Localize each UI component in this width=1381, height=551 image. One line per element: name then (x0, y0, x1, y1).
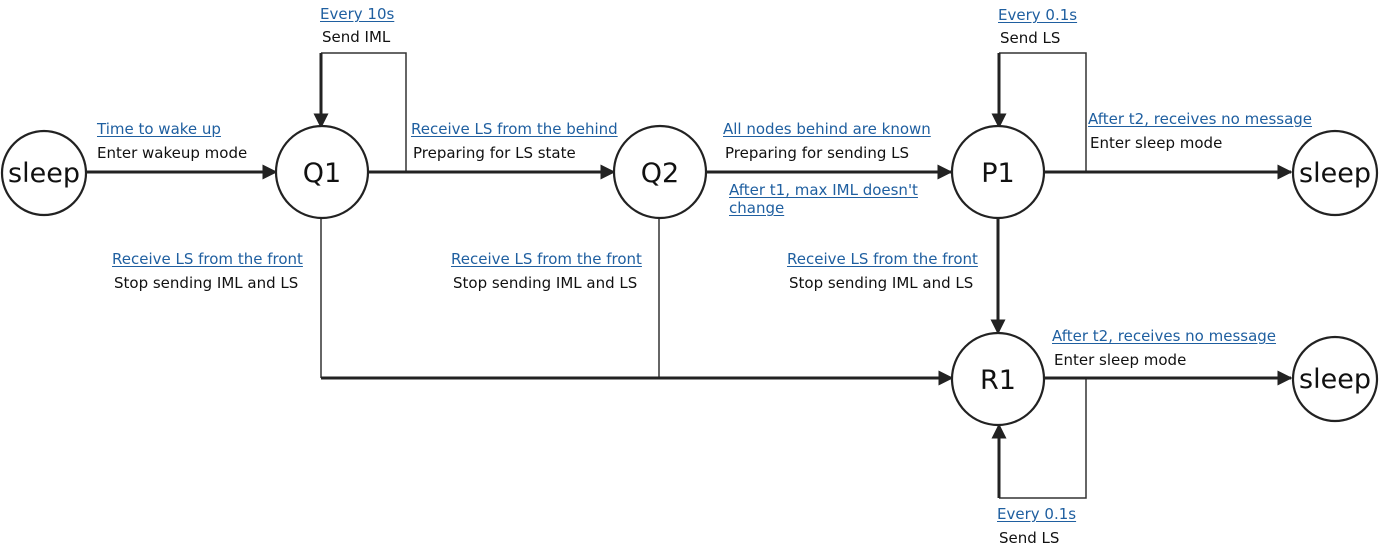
p1-loop-action: Send LS (1000, 29, 1061, 47)
node-r1: R1 (950, 331, 1046, 427)
p1-loop-bracket (999, 52, 1087, 172)
svg-text:sleep: sleep (8, 158, 80, 189)
r1-to-sleep-action: Enter sleep mode (1054, 351, 1187, 369)
q2-to-r1-action: Stop sending IML and LS (453, 274, 638, 292)
node-p1: P1 (950, 124, 1046, 220)
svg-text:P1: P1 (981, 158, 1014, 189)
r1-loop-action: Send LS (999, 529, 1060, 547)
p1-to-sleep-action: Enter sleep mode (1090, 134, 1223, 152)
r1-loop-trigger: Every 0.1s (997, 505, 1077, 523)
q1-to-q2-action: Preparing for LS state (413, 144, 576, 162)
svg-text:Q1: Q1 (303, 158, 341, 189)
r1-loop-bracket (999, 378, 1087, 499)
p1-to-r1-trigger: Receive LS from the front (787, 250, 978, 268)
q1-to-r1-trigger: Receive LS from the front (112, 250, 303, 268)
svg-text:R1: R1 (980, 365, 1016, 396)
p1-to-sleep-trigger: After t2, receives no message (1088, 110, 1313, 128)
node-sleep-right-bottom: sleep (1291, 335, 1379, 423)
q1-loop-trigger: Every 10s (320, 5, 395, 23)
q1-to-r1-action: Stop sending IML and LS (114, 274, 299, 292)
svg-text:Q2: Q2 (641, 158, 679, 189)
q2-to-p1-trigger-top: All nodes behind are known (723, 120, 931, 138)
node-q1: Q1 (274, 124, 370, 220)
node-sleep-left: sleep (0, 129, 88, 217)
sleep-to-q1-trigger: Time to wake up (97, 120, 221, 138)
q1-loop-action: Send IML (322, 28, 391, 46)
r1-to-sleep-trigger: After t2, receives no message (1052, 327, 1277, 345)
svg-text:sleep: sleep (1299, 364, 1371, 395)
q1-loop-bracket (321, 52, 407, 172)
node-sleep-right-top: sleep (1291, 129, 1379, 217)
svg-text:sleep: sleep (1299, 158, 1371, 189)
q2-to-p1-trigger-bottom: After t1, max IML doesn't change (729, 181, 918, 217)
p1-loop-trigger: Every 0.1s (998, 6, 1078, 24)
q2-to-r1-trigger: Receive LS from the front (451, 250, 642, 268)
sleep-to-q1-action: Enter wakeup mode (97, 144, 248, 162)
q1-to-q2-trigger: Receive LS from the behind (411, 120, 618, 138)
node-q2: Q2 (612, 124, 708, 220)
q2-to-p1-action: Preparing for sending LS (725, 144, 909, 162)
p1-to-r1-action: Stop sending IML and LS (789, 274, 974, 292)
